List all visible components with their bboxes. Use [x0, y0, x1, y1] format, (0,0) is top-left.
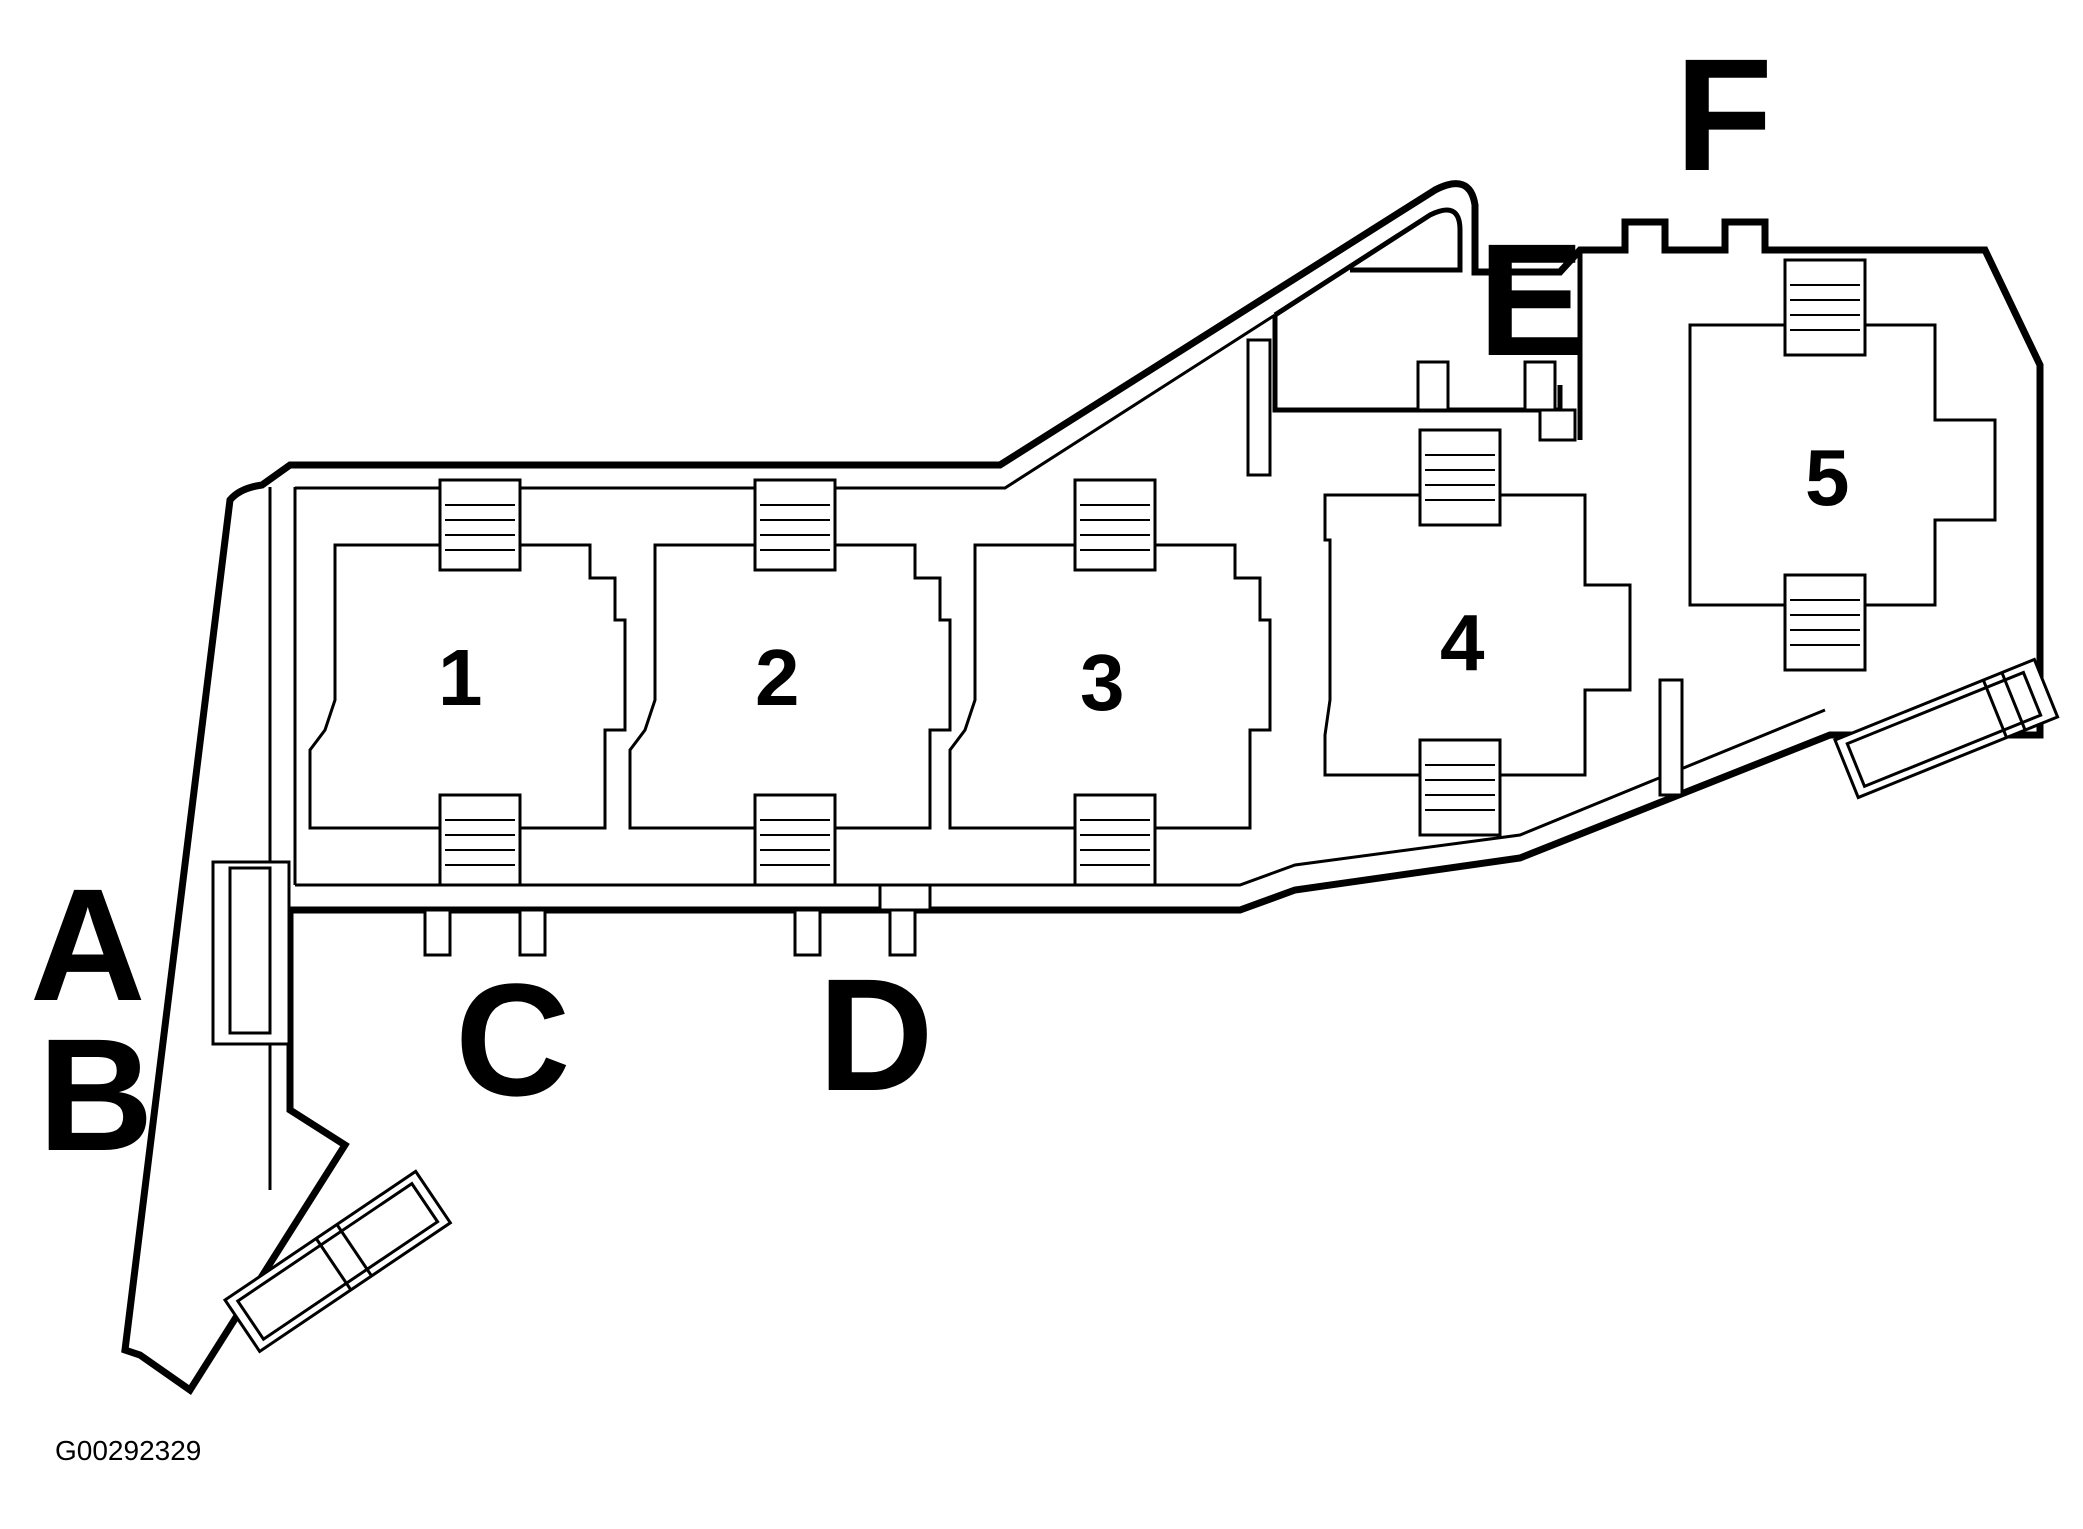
left-vertical-rail [268, 487, 297, 1190]
right-connector [1833, 657, 2060, 800]
label-f: F [1675, 25, 1773, 204]
label-e: E [1478, 210, 1585, 389]
left-post-4 [1246, 338, 1272, 477]
relay-socket-4 [1323, 428, 1632, 837]
relay-number-2: 2 [755, 633, 800, 722]
label-a: A [30, 855, 146, 1034]
inner-rail-bottom [295, 708, 1826, 887]
terminal-tabs-d [793, 883, 932, 957]
label-b: B [38, 1005, 154, 1184]
terminal-tabs-c [423, 908, 547, 957]
socket-stripes [445, 284, 1860, 866]
relay-socket-2 [628, 478, 952, 887]
terminal-tabs-e [1416, 360, 1577, 442]
inner-rail-top [295, 313, 1276, 490]
figure-code: G00292329 [55, 1435, 201, 1466]
label-d: D [818, 945, 934, 1124]
relay-socket-1 [308, 478, 627, 887]
housing-outline [121, 180, 2044, 1395]
label-c: C [455, 950, 571, 1129]
left-bracket-inner [228, 866, 272, 1035]
left-connector [222, 1169, 453, 1354]
left-bracket [211, 860, 291, 1046]
relay-socket-5 [1688, 258, 1997, 672]
relay-number-4: 4 [1440, 598, 1485, 687]
post-5 [1658, 678, 1684, 797]
relay-number-5: 5 [1805, 433, 1850, 522]
top-diagonal-wall [1273, 207, 1463, 318]
relay-number-3: 3 [1080, 638, 1125, 727]
relay-number-1: 1 [438, 633, 483, 722]
relay-socket-3 [948, 478, 1272, 887]
